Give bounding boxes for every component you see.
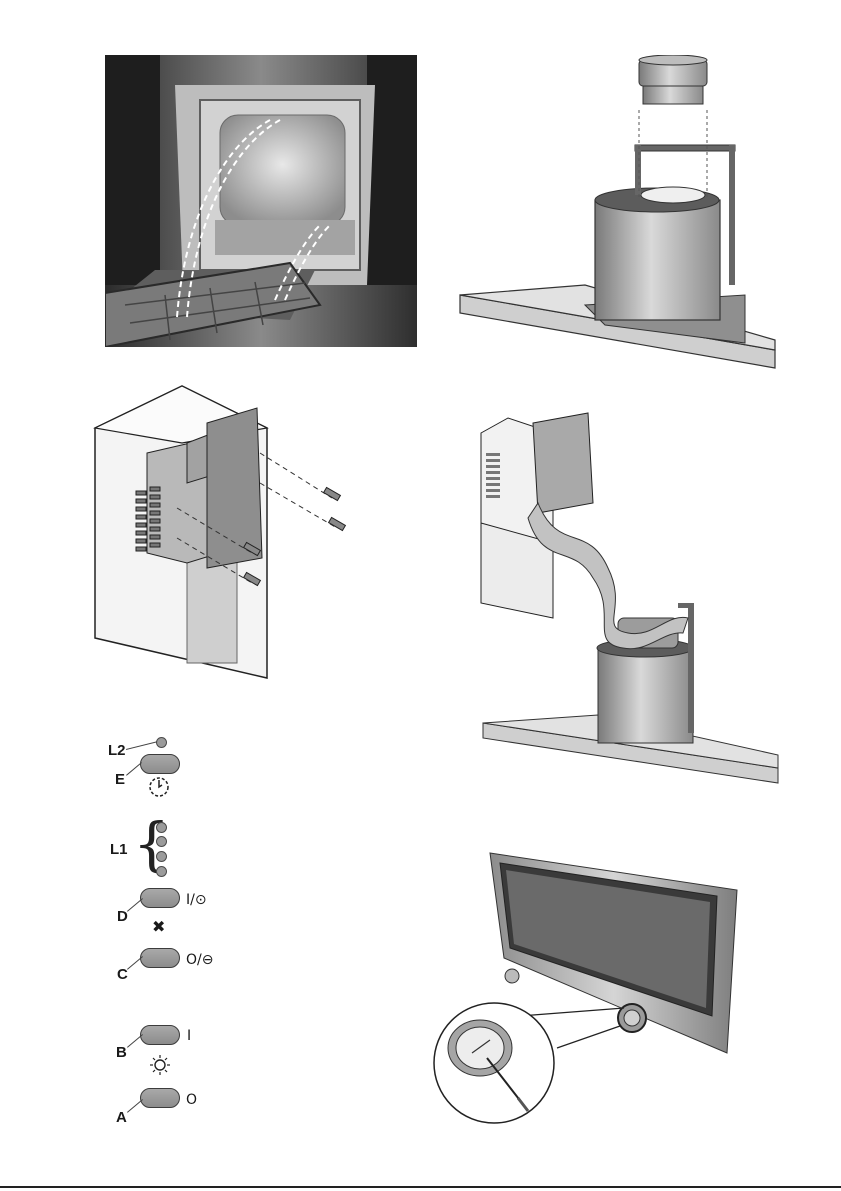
button-b[interactable]	[140, 1025, 180, 1045]
leader-b	[127, 1034, 143, 1048]
leader-e	[126, 762, 142, 776]
chimney-duct-adapter-illustration	[455, 55, 785, 370]
duct-adapter-svg	[455, 55, 785, 370]
leader-l2	[126, 741, 157, 750]
symbol-d: I/⊙	[186, 893, 207, 907]
flexible-duct-connection-illustration	[478, 393, 786, 785]
grease-filter-removal-photo	[105, 55, 417, 347]
label-b: B	[116, 1045, 127, 1060]
footer-rule	[0, 1186, 841, 1188]
label-e: E	[115, 772, 125, 787]
symbol-a: O	[186, 1093, 197, 1107]
light-bulb-icon	[149, 1054, 171, 1076]
lamp-replacement-svg	[432, 848, 740, 1125]
screw-fixing-svg	[92, 383, 347, 683]
led-l1-4	[156, 866, 167, 877]
led-l1-3	[156, 851, 167, 862]
flexible-duct-svg	[478, 393, 786, 785]
led-l1-1	[156, 822, 167, 833]
button-e[interactable]	[140, 754, 180, 774]
symbol-b: I	[187, 1029, 191, 1043]
led-l2	[156, 737, 167, 748]
symbol-c: O/⊖	[186, 953, 213, 967]
button-a[interactable]	[140, 1088, 180, 1108]
lamp-replacement-illustration	[432, 848, 740, 1125]
label-l2: L2	[108, 743, 126, 758]
button-d[interactable]	[140, 888, 180, 908]
button-c[interactable]	[140, 948, 180, 968]
chimney-screw-fixing-illustration	[92, 383, 347, 683]
timer-icon	[147, 775, 171, 799]
label-a: A	[116, 1110, 127, 1125]
fan-icon: ✖	[152, 919, 165, 935]
label-d: D	[117, 909, 128, 924]
label-c: C	[117, 967, 128, 982]
led-l1-2	[156, 836, 167, 847]
leader-a	[127, 1099, 143, 1113]
leader-d	[127, 898, 143, 912]
filter-photo-svg	[105, 55, 417, 347]
label-l1: L1	[110, 842, 128, 857]
